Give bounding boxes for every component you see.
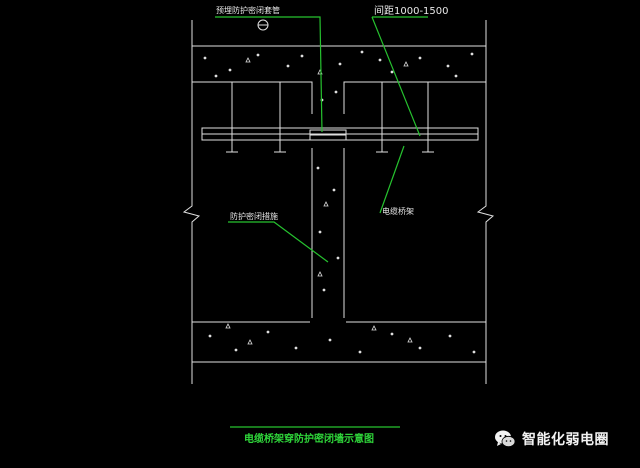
- watermark: 智能化弱电圈: [494, 428, 609, 450]
- drawing-title: 电缆桥架穿防护密闭墙示意图: [244, 432, 374, 445]
- sleeve-symbol-icon: [257, 19, 269, 31]
- label-cable-tray: 电缆桥架: [382, 206, 414, 216]
- wechat-icon: [495, 430, 516, 448]
- concrete-structure: [192, 45, 486, 363]
- label-fire-seal: 防护密闭措施: [230, 211, 278, 221]
- label-spacing: 间距1000-1500: [374, 4, 449, 17]
- label-seal-pipe: 预埋防护密闭套管: [216, 5, 280, 15]
- cable-tray: [201, 82, 479, 153]
- outer-wall-lines: [182, 20, 495, 384]
- concrete-hatch: [203, 50, 476, 354]
- watermark-text: 智能化弱电圈: [522, 432, 609, 448]
- leader-lines: [215, 16, 428, 428]
